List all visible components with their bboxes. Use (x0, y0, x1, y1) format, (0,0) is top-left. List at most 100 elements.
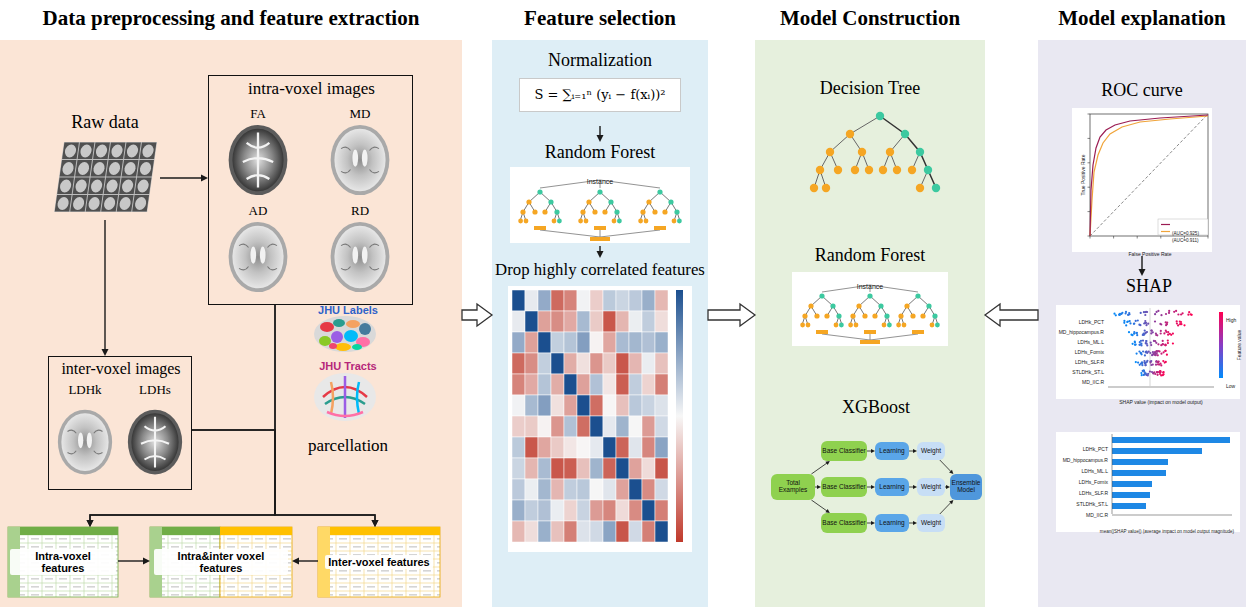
random-forest-illustration (654, 226, 666, 230)
shap-dot (1176, 322, 1178, 324)
raw-data-image (54, 142, 157, 212)
shap-dot (1144, 330, 1146, 332)
panel: Model explanationROC curveSHAP (1038, 40, 1246, 607)
heatmap-cell (551, 416, 564, 437)
text-slot: Low (1226, 374, 1242, 392)
decision-tree-illustration (816, 166, 824, 174)
plot-label: Instance (857, 283, 883, 291)
brain-image (331, 125, 390, 195)
node-text: Drop highly correlated features (495, 260, 705, 279)
shap-dot (1143, 322, 1145, 324)
shap-dot (1137, 319, 1139, 321)
connector (118, 558, 150, 565)
heatmap-cell (590, 500, 603, 521)
connector (462, 304, 492, 326)
node-text: Random Forest (815, 245, 926, 266)
heatmap-cell (538, 521, 551, 542)
random-forest-illustration (594, 226, 606, 230)
text-slot: Normalization (502, 50, 698, 71)
panel: Data preprocessing and feature extractio… (0, 40, 462, 607)
heatmap-cell (642, 311, 655, 332)
text-slot: Feature selection (492, 6, 708, 30)
plot-label: RD (351, 204, 369, 219)
shap-dot (1155, 332, 1157, 334)
shap-dot (1141, 353, 1143, 355)
text-slot: True Positive Rate (1077, 140, 1083, 210)
connector-line (1141, 256, 1142, 270)
node-text: Raw data (71, 112, 138, 133)
shap-dot (1187, 314, 1189, 316)
decision-tree-illustration (916, 184, 924, 192)
shap-dot (1144, 314, 1146, 316)
heatmap-cell (629, 374, 642, 395)
connector (708, 304, 755, 326)
shap-dot (1128, 331, 1130, 333)
raw-data-tile (59, 180, 72, 193)
heatmap-cell (590, 353, 603, 374)
shap-dot (1160, 344, 1162, 346)
heatmap-cell (655, 458, 668, 479)
text-slot: Decision Tree (790, 78, 950, 99)
arrowhead (292, 558, 299, 565)
heatmap-cell (551, 437, 564, 458)
raw-data-tile (88, 178, 105, 195)
node-text: SHAP (1126, 276, 1172, 297)
heatmap-cell (590, 458, 603, 479)
random-forest-illustration (822, 334, 918, 340)
arrowhead (143, 558, 150, 565)
node-text: intra-voxel images (248, 79, 375, 99)
heatmap-cell (525, 353, 538, 374)
decision-tree-illustration (880, 116, 936, 188)
heatmap-cell (512, 521, 525, 542)
random-forest-illustration (578, 189, 622, 223)
shap-dot (1154, 313, 1156, 315)
hollow-arrow (462, 304, 492, 326)
node-text: JHU Labels (318, 304, 378, 317)
arrowhead (201, 175, 208, 182)
raw-data-tile (86, 195, 103, 212)
text-slot: Drop highly correlated features (494, 260, 706, 279)
connector-line (118, 560, 144, 561)
connector (275, 305, 379, 527)
plot-label: Instance (587, 178, 613, 186)
node-text: Data preprocessing and feature extractio… (43, 6, 420, 30)
text-slot: parcellation (292, 436, 404, 456)
heatmap-cell (564, 521, 577, 542)
text-slot: Data preprocessing and feature extractio… (4, 6, 458, 30)
heatmap-cell (603, 416, 616, 437)
connector (940, 500, 954, 514)
connector-line (867, 487, 872, 488)
plot-label: AD (249, 204, 268, 219)
shap-dot (1134, 344, 1136, 346)
shap-dot (1163, 351, 1165, 353)
xgboost-box: Total Examples (771, 474, 815, 500)
decision-tree-illustration (858, 148, 866, 156)
decision-tree-illustration (924, 166, 932, 174)
arrowhead (372, 520, 379, 527)
feature-table-grid (318, 527, 440, 597)
node-text: Weight (921, 484, 941, 491)
raw-data-tile (80, 145, 93, 158)
shap-dot (1125, 324, 1127, 326)
heatmap-cell (551, 332, 564, 353)
connector (102, 220, 109, 356)
node-text: Intra&inter voxel features (154, 549, 289, 575)
node-text: Base Classifier (822, 484, 865, 491)
brain-image (128, 410, 182, 475)
raw-data-tile (132, 195, 149, 212)
heatmap-cell (603, 458, 616, 479)
heatmap-cell (642, 521, 655, 542)
raw-data-tile (111, 145, 124, 158)
random-forest-illustration (510, 167, 690, 243)
heatmap-cell (525, 311, 538, 332)
shap-dot (1130, 334, 1132, 336)
heatmap-cell (603, 332, 616, 353)
plot-label: STLDHk_ST.L (1072, 370, 1104, 376)
node-text: parcellation (308, 436, 388, 456)
node-text: Model Construction (780, 6, 960, 30)
connector-line (940, 503, 951, 515)
shap-dot (1166, 322, 1168, 324)
shap-dot (1118, 314, 1120, 316)
text-slot: LDHk (65, 380, 105, 398)
heatmap-cell (603, 290, 616, 311)
